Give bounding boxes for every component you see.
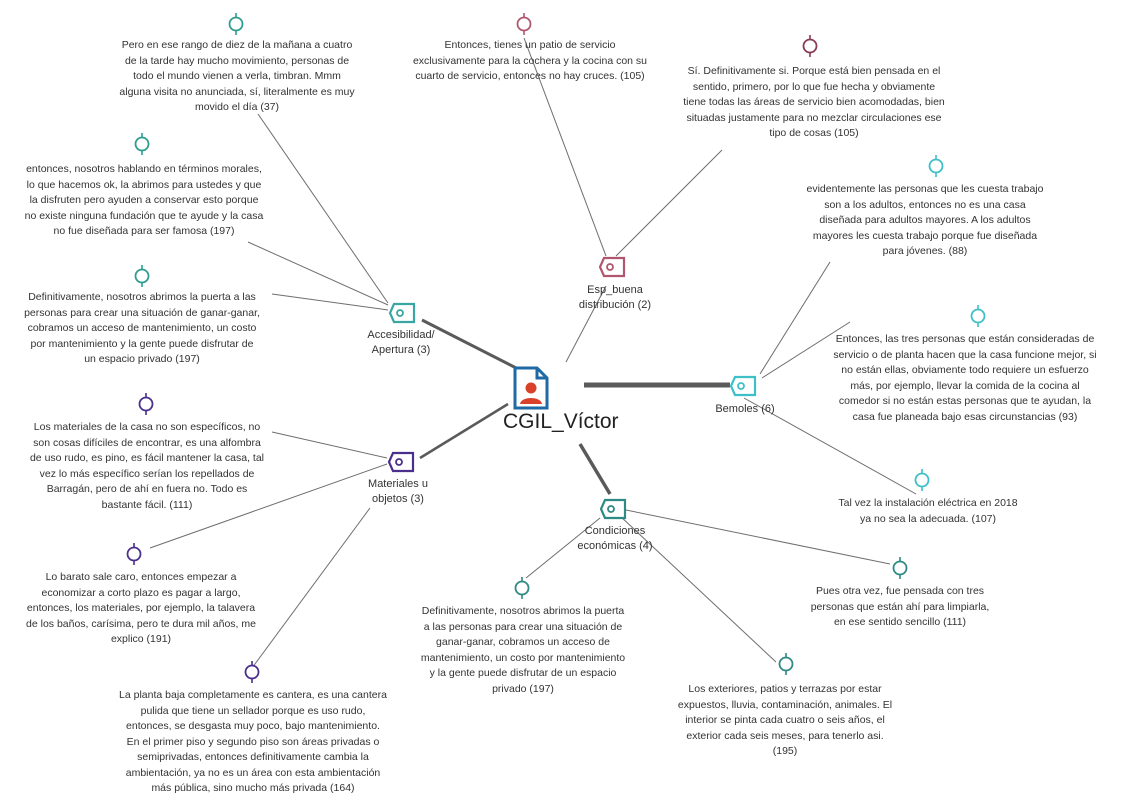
document-person-icon [513,366,549,410]
quote-text-164[interactable]: La planta baja completamente es cantera,… [119,689,387,794]
quote-marker-107[interactable] [914,469,930,491]
code-tag-icon [388,302,416,324]
center-node-label: CGIL_Víctor [503,410,619,433]
code-tag-icon [598,256,626,278]
code-label-materiales: Materiales u objetos (3) [368,478,428,505]
code-label-bemoles: Bemoles (6) [715,403,775,415]
quote-marker-105b[interactable] [802,35,818,57]
quote-marker-164[interactable] [244,661,260,683]
center-node[interactable]: CGIL_Víctor [503,366,653,436]
link-q197a [247,241,389,306]
quote-marker-111b[interactable] [892,557,908,579]
link-q93 [761,321,851,379]
code-label-esp: Esp_buena distribución (2) [578,284,652,311]
quote-text-105a[interactable]: Entonces, tienes un patio de servicio ex… [412,39,648,82]
code-tag-icon [729,375,757,397]
link-center-condiciones [578,443,612,495]
quote-text-93[interactable]: Entonces, las tres personas que están co… [833,333,1097,423]
quote-text-197b[interactable]: Definitivamente, nosotros abrimos la pue… [24,291,260,365]
quote-text-111b[interactable]: Pues otra vez, fue pensada con tres pers… [810,585,990,628]
link-q164 [251,507,371,669]
link-q37 [257,113,389,304]
quote-text-197c[interactable]: Definitivamente, nosotros abrimos la pue… [420,605,626,695]
link-q88 [759,261,831,375]
quote-marker-37[interactable] [228,13,244,35]
link-center-accesibilidad [421,318,529,376]
quote-marker-197a[interactable] [134,133,150,155]
link-q195 [619,515,777,663]
link-q111b [625,509,891,565]
quote-text-111a[interactable]: Los materiales de la casa no son específ… [29,421,265,511]
quote-text-105b[interactable]: Sí. Definitivamente si. Porque está bien… [683,65,945,139]
link-q197c [525,517,601,579]
code-label-condiciones: Condiciones económicas (4) [577,525,653,552]
quote-text-107[interactable]: Tal vez la instalación eléctrica en 2018… [838,497,1018,525]
quote-marker-197c[interactable] [514,577,530,599]
quote-marker-105a[interactable] [516,13,532,35]
link-q197b [271,293,389,311]
quote-marker-111a[interactable] [138,393,154,415]
code-tag-icon [387,451,415,473]
quote-marker-191[interactable] [126,543,142,565]
quote-text-195[interactable]: Los exteriores, patios y terrazas por es… [677,683,893,757]
quote-text-37[interactable]: Pero en ese rango de diez de la mañana a… [119,39,355,113]
code-label-accesibilidad: Accesibilidad/ Apertura (3) [367,329,435,356]
quote-marker-93[interactable] [970,305,986,327]
quote-marker-195[interactable] [778,653,794,675]
code-tag-icon [599,498,627,520]
quote-marker-197b[interactable] [134,265,150,287]
link-q105b [615,149,723,257]
quote-text-191[interactable]: Lo barato sale caro, entonces empezar a … [26,571,256,645]
link-q191 [149,463,388,549]
quote-marker-88[interactable] [928,155,944,177]
link-center-esp [565,285,607,363]
link-q107 [743,397,917,495]
link-q105a [523,37,607,257]
quote-text-197a[interactable]: entonces, nosotros hablando en términos … [24,163,264,237]
link-q111a [271,431,388,459]
link-center-materiales [419,402,509,460]
quote-text-88[interactable]: evidentemente las personas que les cuest… [806,183,1044,257]
